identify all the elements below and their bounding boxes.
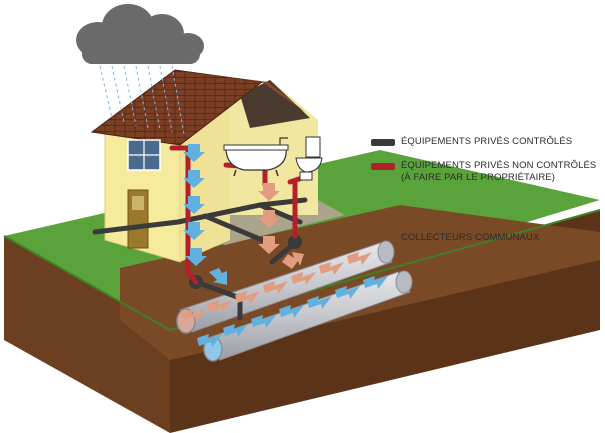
- rainwater-arrows-downpipe: [183, 144, 227, 285]
- salmon-arrow: [235, 291, 260, 304]
- blue-arrow: [197, 334, 222, 347]
- blue-arrow: [251, 315, 276, 328]
- salmon-arrow: [207, 300, 232, 313]
- salmon-arrow: [258, 236, 280, 254]
- blue-arrow: [335, 286, 360, 299]
- bathtub-icon: [223, 137, 289, 177]
- toilet-icon: [295, 136, 323, 181]
- blue-arrow: [183, 196, 205, 214]
- cloud-icon: [76, 4, 204, 64]
- salmon-arrow: [291, 272, 316, 285]
- legend-controlled: ÉQUIPEMENTS PRIVÉS CONTRÔLÉS: [371, 136, 572, 148]
- wastewater-arrows-collector: [181, 252, 372, 322]
- attic-interior: [240, 80, 310, 128]
- roof-right: [175, 70, 305, 112]
- legend-label-uncontrolled: ÉQUIPEMENTS PRIVÉS NON CONTRÔLÉS (À FAIR…: [401, 160, 597, 183]
- blue-arrow: [183, 170, 205, 188]
- blue-arrow: [223, 324, 248, 337]
- salmon-arrow: [181, 309, 206, 322]
- ground: [3, 150, 601, 433]
- controlled-junction-right: [288, 235, 302, 249]
- legend-uncontrolled: ÉQUIPEMENTS PRIVÉS NON CONTRÔLÉS (À FAIR…: [371, 160, 596, 184]
- legend-label-controlled: ÉQUIPEMENTS PRIVÉS CONTRÔLÉS: [401, 136, 573, 147]
- legend-swatch-uncontrolled: [371, 163, 395, 170]
- grass-edge: [3, 235, 171, 331]
- salmon-arrow: [319, 262, 344, 275]
- legend-swatch-controlled: [371, 139, 395, 146]
- wastewater-arrows-drain: [258, 183, 304, 269]
- rain-lines: [99, 65, 185, 135]
- salmon-arrow: [258, 210, 280, 228]
- blue-arrow: [307, 296, 332, 309]
- blue-arrow: [363, 276, 388, 289]
- collector-pipe-front-opening: [203, 336, 223, 362]
- rainwater-arrows-collector: [197, 276, 388, 347]
- legend-communal: COLLECTEURS COMMUNAUX: [401, 232, 539, 244]
- soil-front: [4, 236, 170, 433]
- salmon-arrow: [347, 252, 372, 265]
- salmon-arrow: [282, 252, 304, 269]
- salmon-arrow: [258, 183, 280, 201]
- blue-arrow: [279, 305, 304, 318]
- blue-arrow: [183, 222, 205, 240]
- blue-arrow: [209, 268, 227, 285]
- legend-label-communal: COLLECTEURS COMMUNAUX: [401, 232, 540, 243]
- blue-arrow: [185, 248, 207, 266]
- blue-arrow: [183, 144, 205, 162]
- salmon-arrow: [263, 281, 288, 294]
